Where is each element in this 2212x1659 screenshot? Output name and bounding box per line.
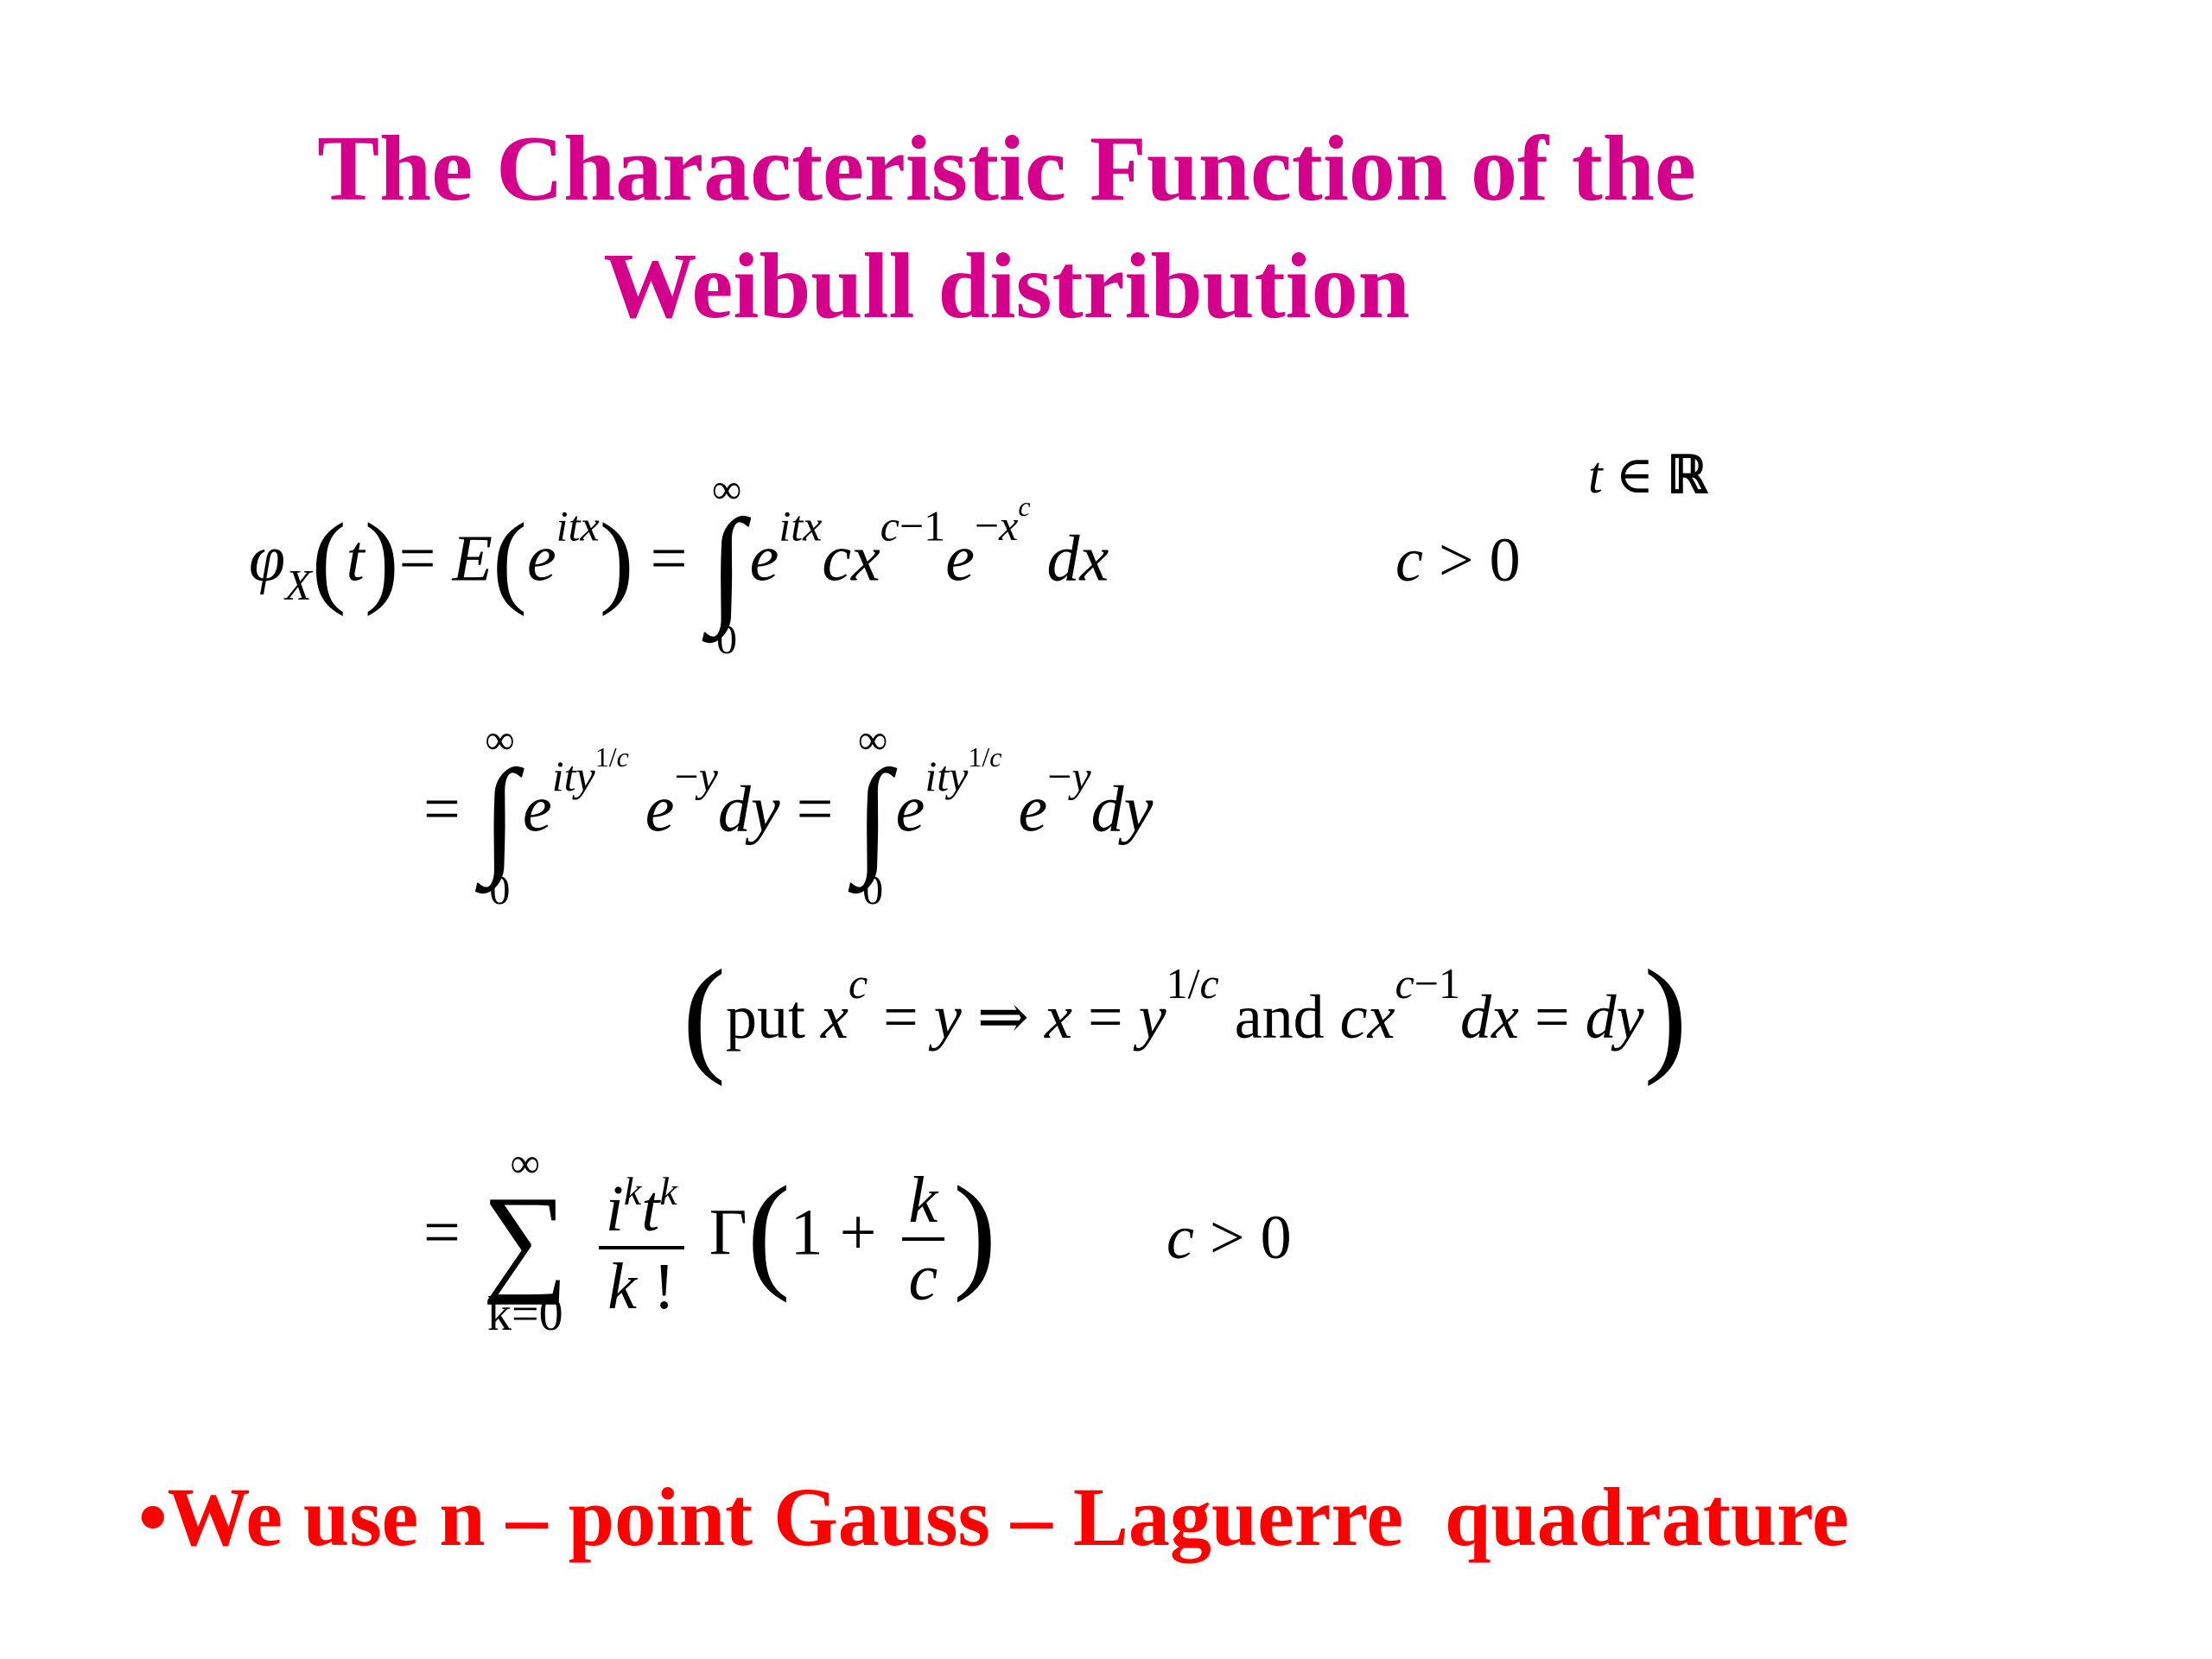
series-term-fraction: iktk k ! <box>598 1154 684 1324</box>
summation-sign: ∞ ∑ k=0 <box>481 1141 569 1341</box>
integral-sign-1: ∞ ∫ 0 <box>709 467 745 663</box>
bullet-point: •We use n – point Gauss – Laguerre quadr… <box>138 1471 1849 1563</box>
domain-note: t ∈ ℝ <box>1588 447 1708 504</box>
title-line-1: The Characteristic Function of the <box>317 118 1696 220</box>
title-line-2: Weibull distribution <box>603 235 1410 338</box>
integral-sign-2: ∞ ∫ 0 <box>481 717 518 913</box>
condition-2: c > 0 <box>1166 1203 1292 1272</box>
slide-title: The Characteristic Function of the Weibu… <box>0 111 2013 346</box>
substitution-note: (put xc = y ⇒ x = y1/c and cxc−1dx = dy) <box>683 944 1688 1087</box>
integral-sign-3: ∞ ∫ 0 <box>855 717 891 913</box>
equation-line-1: φX(t)= E(eitx) = ∞ ∫ 0 eitxcxc−1e−xc dx <box>249 467 1109 663</box>
equation-line-2: = ∞ ∫ 0 eity1/c e−ydy = ∞ ∫ 0 eity1/c e−… <box>423 717 1154 913</box>
condition-1: c > 0 <box>1395 525 1521 594</box>
gamma-argument-fraction: k c <box>901 1163 945 1315</box>
equation-line-3: = ∞ ∑ k=0 iktk k ! Γ(1 + k c ) <box>423 1141 997 1341</box>
